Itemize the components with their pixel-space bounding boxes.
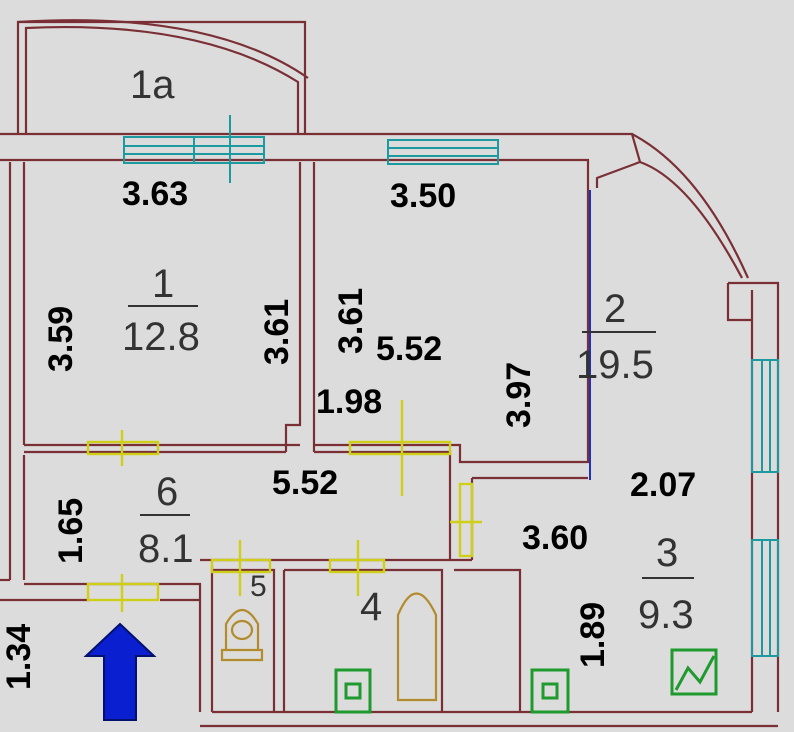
room-1-area: 12.8 bbox=[122, 315, 200, 359]
room-2-area: 19.5 bbox=[576, 343, 654, 387]
vent-icon bbox=[334, 668, 570, 714]
bathtub-icon bbox=[396, 592, 438, 702]
dim-room1-left-height: 3.59 bbox=[42, 306, 80, 372]
dim-room3-side: 3.60 bbox=[522, 519, 588, 557]
room-3-number: 3 bbox=[656, 531, 678, 575]
dim-room2-width: 3.50 bbox=[390, 177, 456, 215]
room-labels: 1a 1 12.8 2 19.5 3 9.3 4 5 6 8.1 bbox=[122, 63, 694, 637]
dimension-labels: 3.63 3.50 5.52 1.98 5.52 2.07 3.60 3.59 … bbox=[0, 175, 696, 690]
toilet-icon bbox=[220, 608, 264, 662]
dim-room1-right-height: 3.61 bbox=[258, 299, 296, 365]
dim-room2-mid: 5.52 bbox=[376, 330, 442, 368]
dim-room3-width: 2.07 bbox=[630, 466, 696, 504]
dim-room3-height: 1.89 bbox=[574, 602, 612, 668]
dim-hall-width: 5.52 bbox=[272, 464, 338, 502]
stove-icon bbox=[670, 648, 718, 696]
doors bbox=[86, 400, 482, 612]
dim-wall-segment: 1.98 bbox=[316, 383, 382, 421]
room-1a-number: 1a bbox=[130, 63, 175, 107]
dim-hall-height: 1.65 bbox=[52, 498, 90, 564]
entry-arrow-icon bbox=[83, 622, 157, 721]
room-4-number: 4 bbox=[360, 585, 382, 629]
windows bbox=[123, 115, 779, 657]
room-5-number: 5 bbox=[250, 570, 267, 603]
balcony bbox=[16, 19, 309, 135]
room-6-area: 8.1 bbox=[138, 527, 194, 571]
dim-room2-right-height: 3.97 bbox=[500, 362, 538, 428]
dim-room1-width: 3.63 bbox=[122, 175, 188, 213]
room-3-area: 9.3 bbox=[638, 593, 694, 637]
dim-corridor-height: 1.34 bbox=[0, 624, 38, 690]
dim-room2-left-height: 3.61 bbox=[332, 288, 370, 354]
room-6-number: 6 bbox=[156, 470, 178, 514]
room-2-number: 2 bbox=[604, 287, 626, 331]
room-1-number: 1 bbox=[152, 262, 174, 306]
